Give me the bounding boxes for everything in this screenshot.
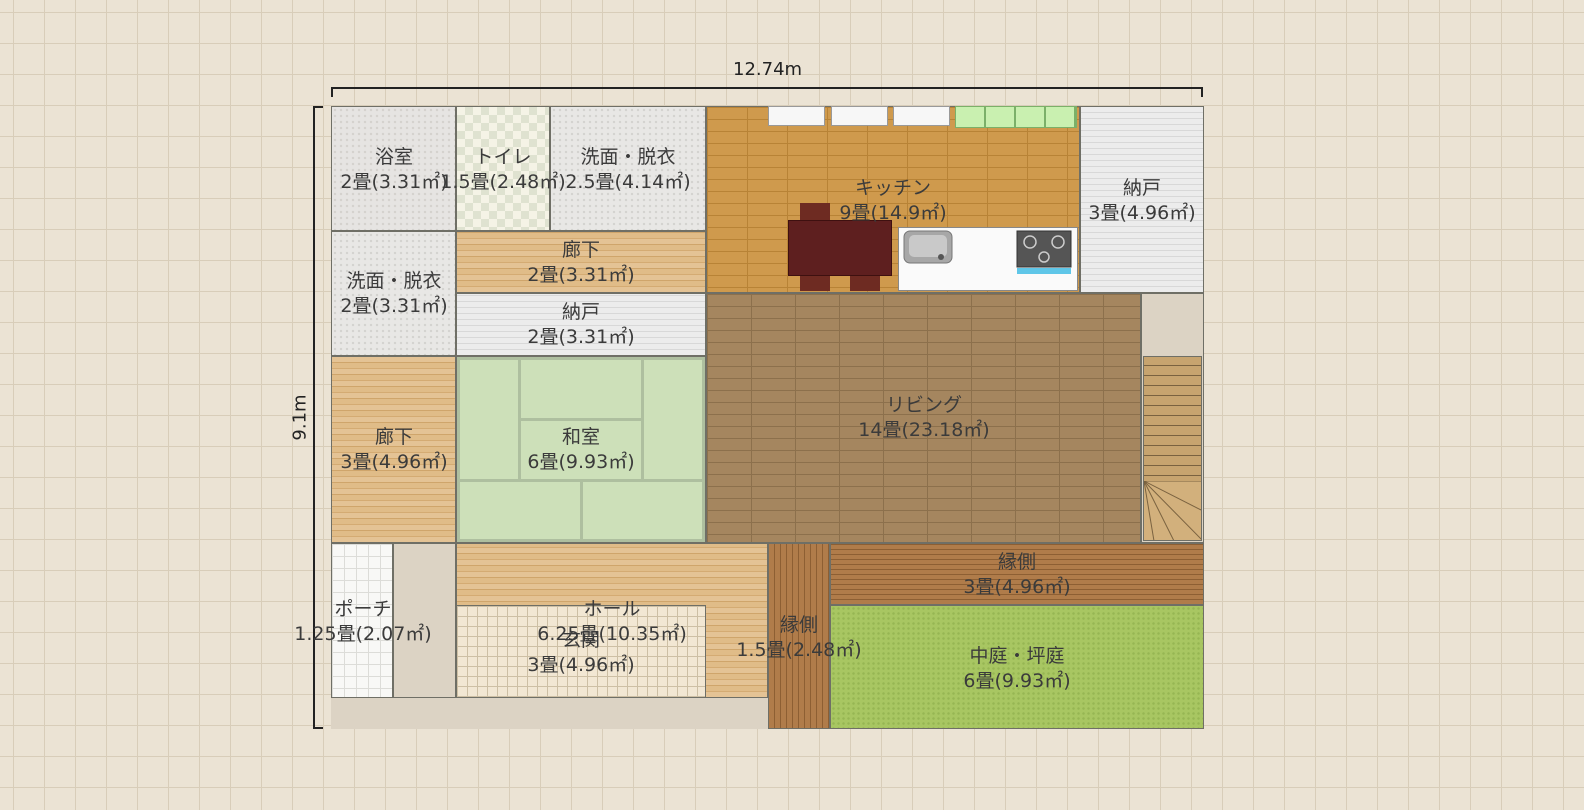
- room-corridor-left[interactable]: [331, 356, 456, 543]
- stove-icon[interactable]: [1016, 230, 1074, 276]
- width-dimension-line: [331, 87, 1203, 89]
- room-engawa-small[interactable]: [768, 543, 830, 729]
- dining-chair: [850, 276, 880, 291]
- room-porch[interactable]: [331, 543, 393, 698]
- kitchen-cabinet-icon: [768, 106, 825, 126]
- tatami-mat: [518, 357, 644, 421]
- dining-chair: [800, 203, 830, 220]
- exterior-area-bottom: [331, 698, 768, 729]
- room-washroom-left[interactable]: [331, 231, 456, 356]
- room-engawa-top[interactable]: [830, 543, 1204, 605]
- room-garden[interactable]: [830, 605, 1204, 729]
- width-dimension-tick-right: [1201, 87, 1203, 97]
- room-genkan[interactable]: [456, 605, 706, 698]
- height-dimension-label: 9.1m: [289, 394, 311, 441]
- kitchen-cabinet-icon: [955, 106, 1077, 128]
- room-hall-top[interactable]: [456, 231, 706, 293]
- height-dimension-line: [313, 106, 315, 729]
- kitchen-cabinet-icon: [831, 106, 888, 126]
- tatami-mat: [457, 479, 583, 542]
- room-washroom-top[interactable]: [550, 106, 706, 231]
- tatami-mat: [457, 357, 521, 482]
- kitchen-cabinet-icon: [893, 106, 950, 126]
- dining-table-icon[interactable]: [788, 220, 892, 276]
- width-dimension-tick-left: [331, 87, 333, 97]
- tatami-mat: [641, 357, 705, 482]
- room-living[interactable]: [706, 293, 1141, 543]
- sink-icon[interactable]: [903, 230, 955, 266]
- tatami-mat: [580, 479, 705, 542]
- staircase-icon[interactable]: [1143, 356, 1202, 541]
- room-toilet[interactable]: [456, 106, 550, 231]
- exterior-area-porch-side: [393, 543, 456, 698]
- room-storage-mid[interactable]: [456, 293, 706, 356]
- staircase-winder-icon: [1144, 481, 1201, 540]
- width-dimension-label: 12.74m: [733, 59, 803, 80]
- room-bath[interactable]: [331, 106, 456, 231]
- height-dimension-tick-top: [313, 106, 323, 108]
- room-washitsu[interactable]: [456, 356, 706, 543]
- room-storage-right[interactable]: [1080, 106, 1204, 293]
- dining-chair: [800, 276, 830, 291]
- height-dimension-tick-bottom: [313, 727, 323, 729]
